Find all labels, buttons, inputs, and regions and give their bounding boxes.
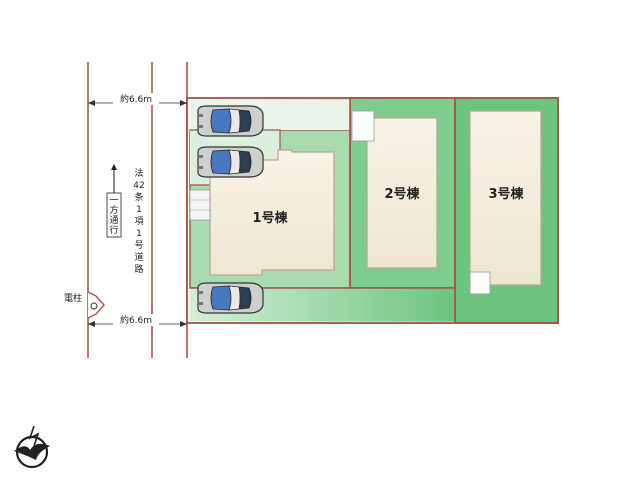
building-3-entrance <box>469 271 491 295</box>
svg-text:道: 道 <box>134 251 143 263</box>
svg-text:行: 行 <box>109 224 118 236</box>
building-2-entrance <box>351 110 375 142</box>
parking-car-2 <box>197 146 264 178</box>
svg-text:通: 通 <box>109 215 118 226</box>
one-way-sign: 一 方 通 行 <box>106 164 122 238</box>
svg-text:1: 1 <box>136 205 142 215</box>
building-1 <box>209 149 335 276</box>
building-2 <box>366 117 438 269</box>
dimension-bottom-label: 約6.6m <box>120 314 152 326</box>
building-3 <box>469 110 542 286</box>
dimension-top-label: 約6.6m <box>120 93 152 105</box>
svg-text:路: 路 <box>134 263 143 275</box>
svg-text:1: 1 <box>136 229 142 239</box>
dimension-top: 約6.6m <box>88 93 187 106</box>
svg-text:42: 42 <box>133 181 144 191</box>
svg-text:方: 方 <box>109 204 118 216</box>
svg-text:法: 法 <box>134 167 143 179</box>
svg-text:条: 条 <box>134 191 143 203</box>
dimension-bottom: 約6.6m <box>88 314 187 327</box>
north-compass-icon <box>14 425 50 469</box>
utility-pole-icon <box>90 302 98 310</box>
arrow-up-icon <box>111 164 117 170</box>
parking-car-1 <box>197 105 264 137</box>
parking-car-3 <box>197 282 264 314</box>
svg-text:一: 一 <box>109 196 118 206</box>
road-label: 法 42 条 1 項 1 号 道 路 <box>133 167 144 275</box>
building-2-label: 2号棟 <box>384 186 420 202</box>
building-1-entrance <box>189 189 211 221</box>
utility-pole: 電柱 <box>64 291 105 319</box>
building-3-label: 3号棟 <box>488 186 524 202</box>
svg-text:項: 項 <box>134 216 143 227</box>
utility-pole-label: 電柱 <box>64 292 82 304</box>
svg-text:号: 号 <box>134 240 143 251</box>
building-1-label: 1号棟 <box>252 210 288 226</box>
